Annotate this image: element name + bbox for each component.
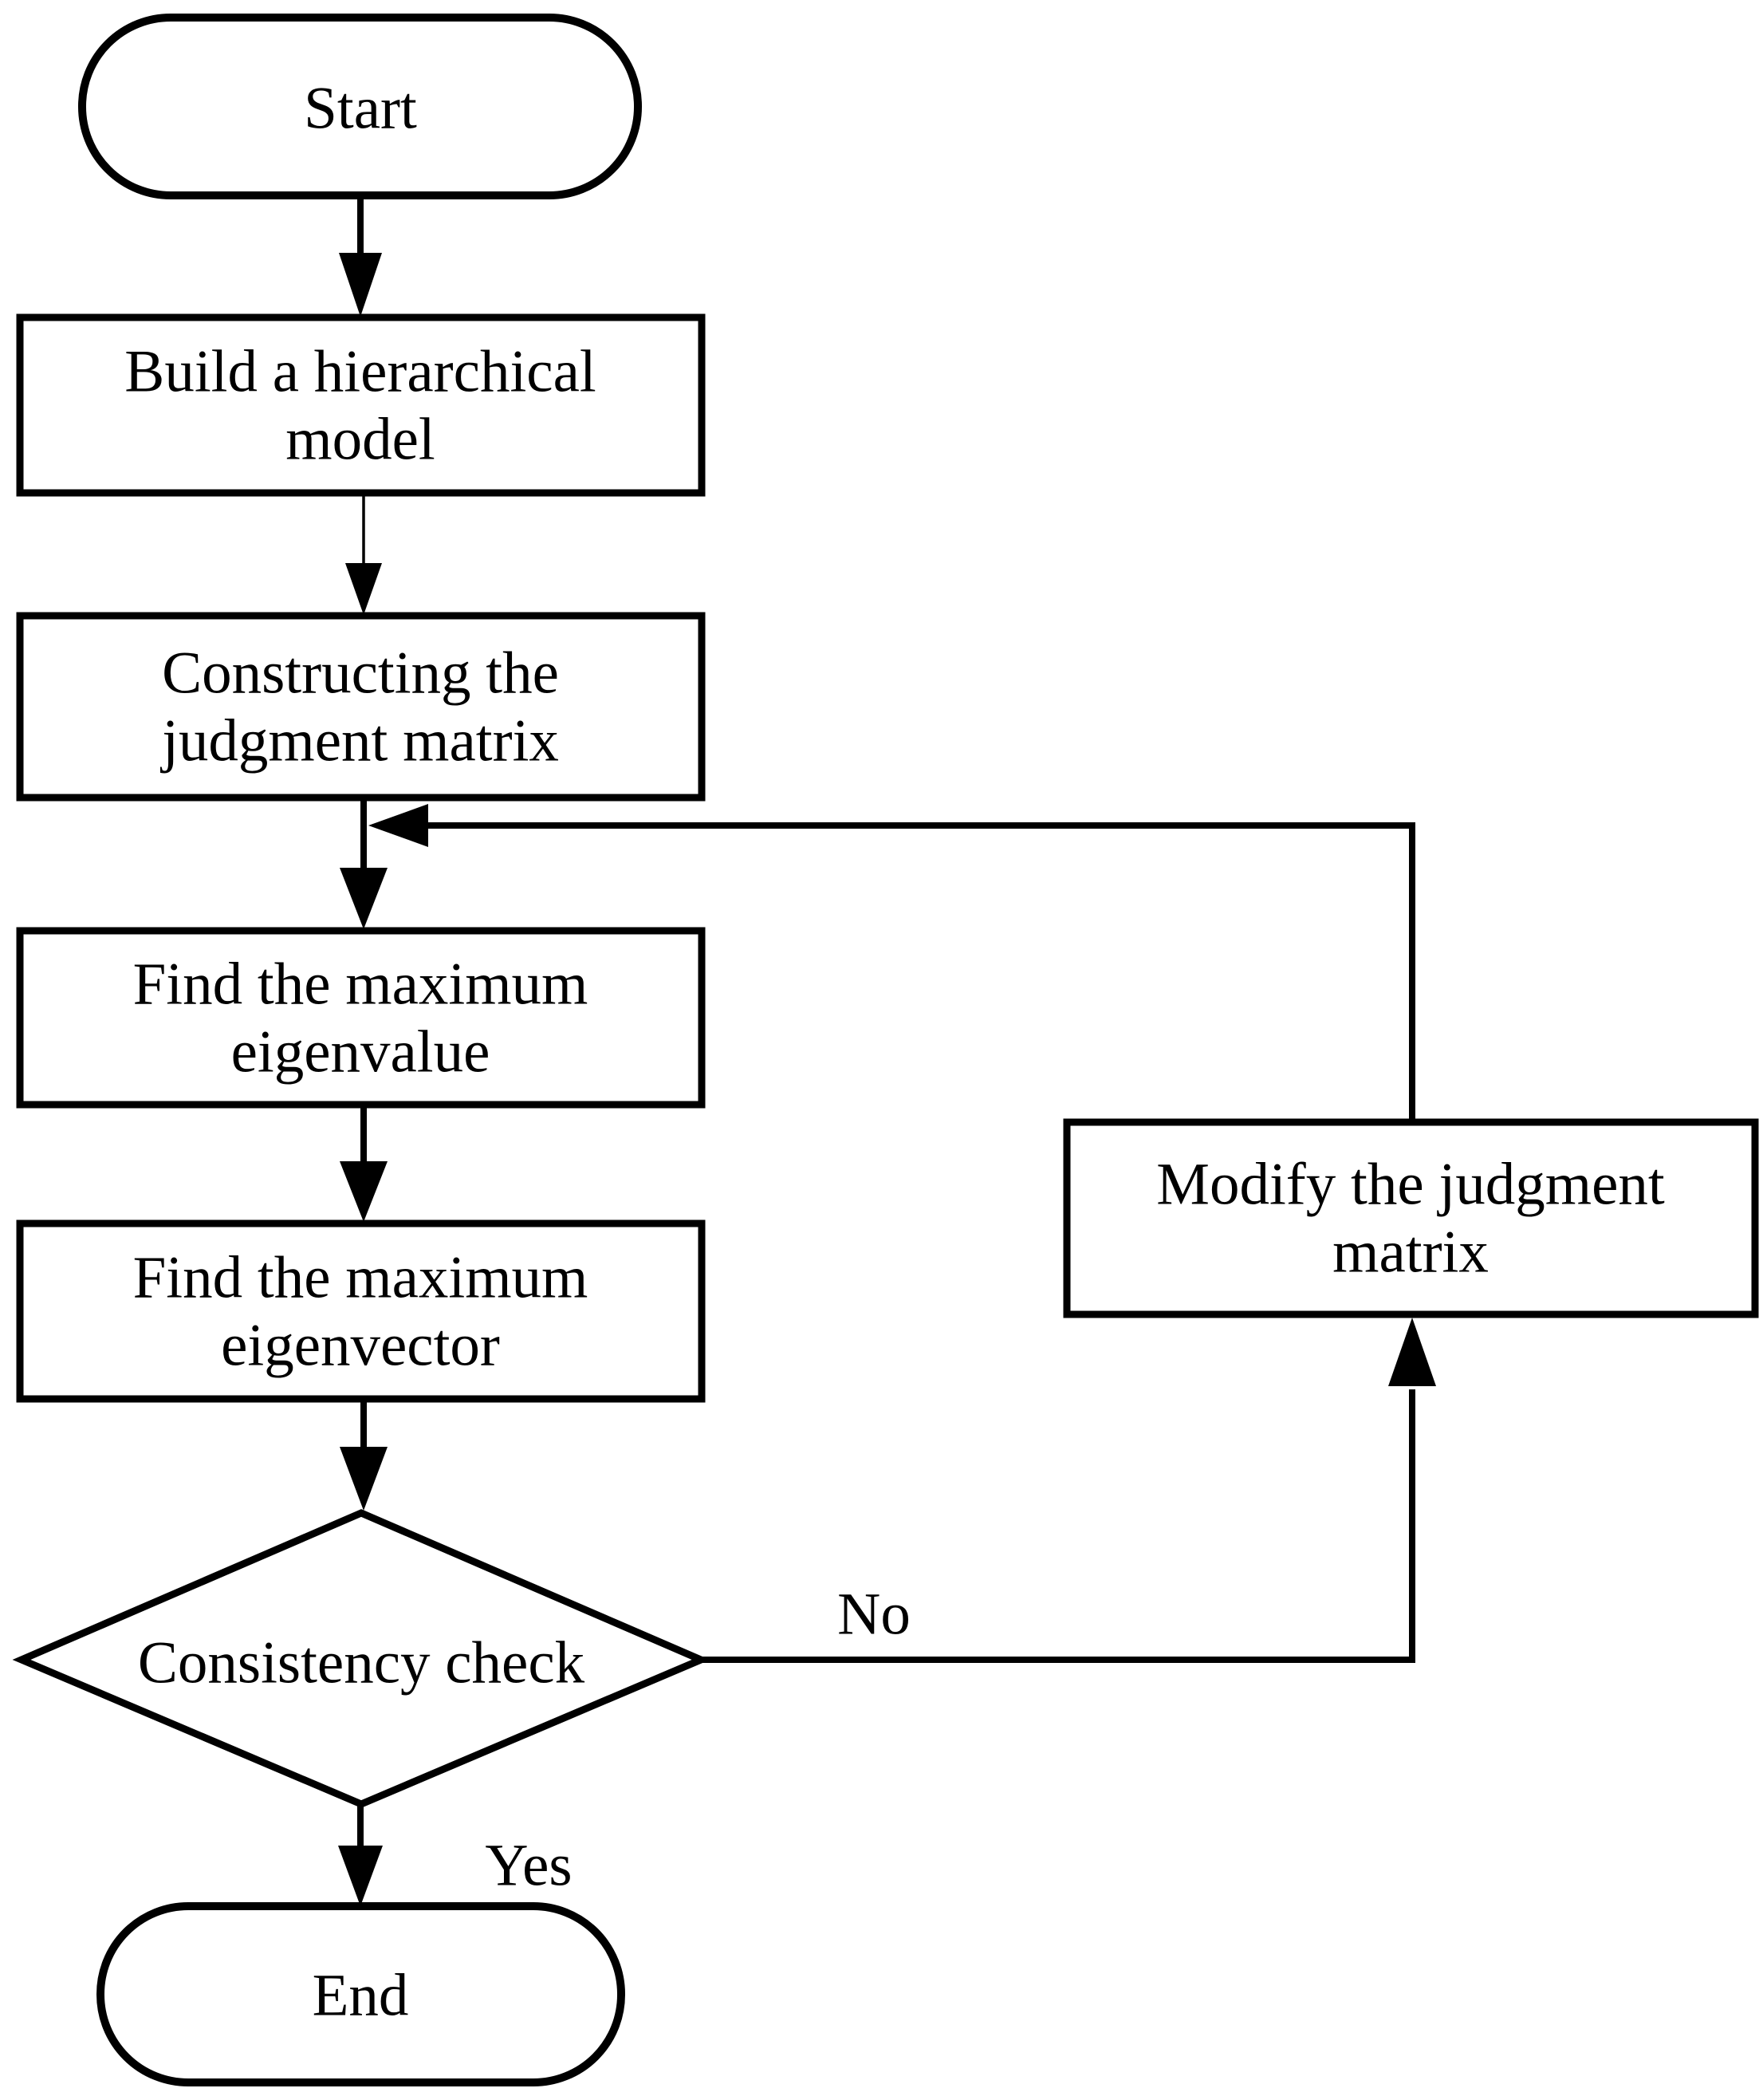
arrow-build-to-construct: [345, 493, 382, 615]
build-model-label-line2: model: [285, 407, 435, 473]
find-eigenvalue-node: Find the maximum eigenvalue: [16, 927, 706, 1109]
build-model-label-line1: Build a hierarchical: [124, 339, 596, 405]
feedback-line: [423, 822, 1415, 1122]
yes-edge-label: Yes: [485, 1833, 572, 1899]
consistency-check-node: Consistency check: [12, 1509, 710, 1808]
arrowhead-down-icon: [340, 1161, 388, 1222]
arrowhead-down-icon: [345, 563, 382, 615]
arrow-start-to-build: [339, 195, 382, 317]
end-terminator-shape: [96, 1902, 625, 2086]
end-label: End: [313, 1963, 409, 2029]
arrow-eigenvector-to-check: [340, 1399, 388, 1511]
no-edge-line: [701, 1389, 1415, 1663]
find-eigenvector-label-line1: Find the maximum: [133, 1245, 588, 1311]
yes-edge: Yes: [338, 1804, 573, 1906]
arrow-construct-to-eigenvalue: [340, 798, 388, 929]
modify-matrix-node: Modify the judgment matrix: [1063, 1118, 1759, 1318]
construct-matrix-node: Constructing the judgment matrix: [16, 612, 706, 802]
arrowhead-left-icon: [368, 804, 428, 847]
find-eigenvalue-box: [16, 927, 706, 1109]
arrowhead-up-icon: [1388, 1318, 1436, 1386]
start-label: Start: [304, 76, 417, 142]
modify-feedback-edge: [368, 804, 1415, 1122]
consistency-check-label: Consistency check: [138, 1630, 585, 1696]
start-node: Start: [78, 14, 642, 199]
arrowhead-down-icon: [339, 253, 382, 317]
find-eigenvector-node: Find the maximum eigenvector: [16, 1219, 706, 1403]
construct-matrix-label-line1: Constructing the: [162, 640, 559, 707]
arrowhead-down-icon: [338, 1846, 383, 1906]
arrowhead-down-icon: [340, 1447, 388, 1511]
construct-matrix-label-line2: judgment matrix: [159, 708, 559, 774]
build-model-node: Build a hierarchical model: [16, 313, 706, 497]
no-edge-label: No: [837, 1582, 911, 1648]
end-node: End: [96, 1902, 625, 2086]
modify-matrix-label-line1: Modify the judgment: [1156, 1152, 1665, 1218]
modify-matrix-label-line2: matrix: [1332, 1219, 1489, 1286]
arrow-eigenvalue-to-eigenvector: [340, 1105, 388, 1222]
no-edge: No: [701, 1318, 1436, 1663]
build-model-box: [16, 313, 706, 497]
arrowhead-down-icon: [340, 868, 388, 929]
modify-matrix-box: [1063, 1118, 1759, 1318]
find-eigenvector-label-line2: eigenvector: [221, 1313, 500, 1379]
find-eigenvalue-label-line1: Find the maximum: [133, 952, 588, 1018]
find-eigenvalue-label-line2: eigenvalue: [231, 1019, 490, 1085]
